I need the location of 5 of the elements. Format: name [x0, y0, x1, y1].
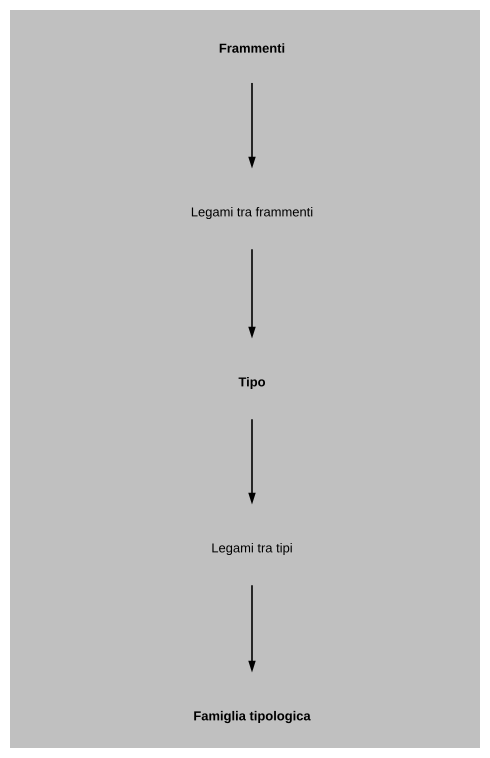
flow-step-text: Legami tra frammenti	[192, 206, 312, 220]
flow-step-text: Famiglia tipologica	[194, 710, 311, 724]
flow-step-text: Frammenti	[220, 43, 284, 53]
flow-step-text: Tipo	[238, 376, 266, 390]
flow-step-text: Legami tra tipi	[212, 542, 292, 556]
